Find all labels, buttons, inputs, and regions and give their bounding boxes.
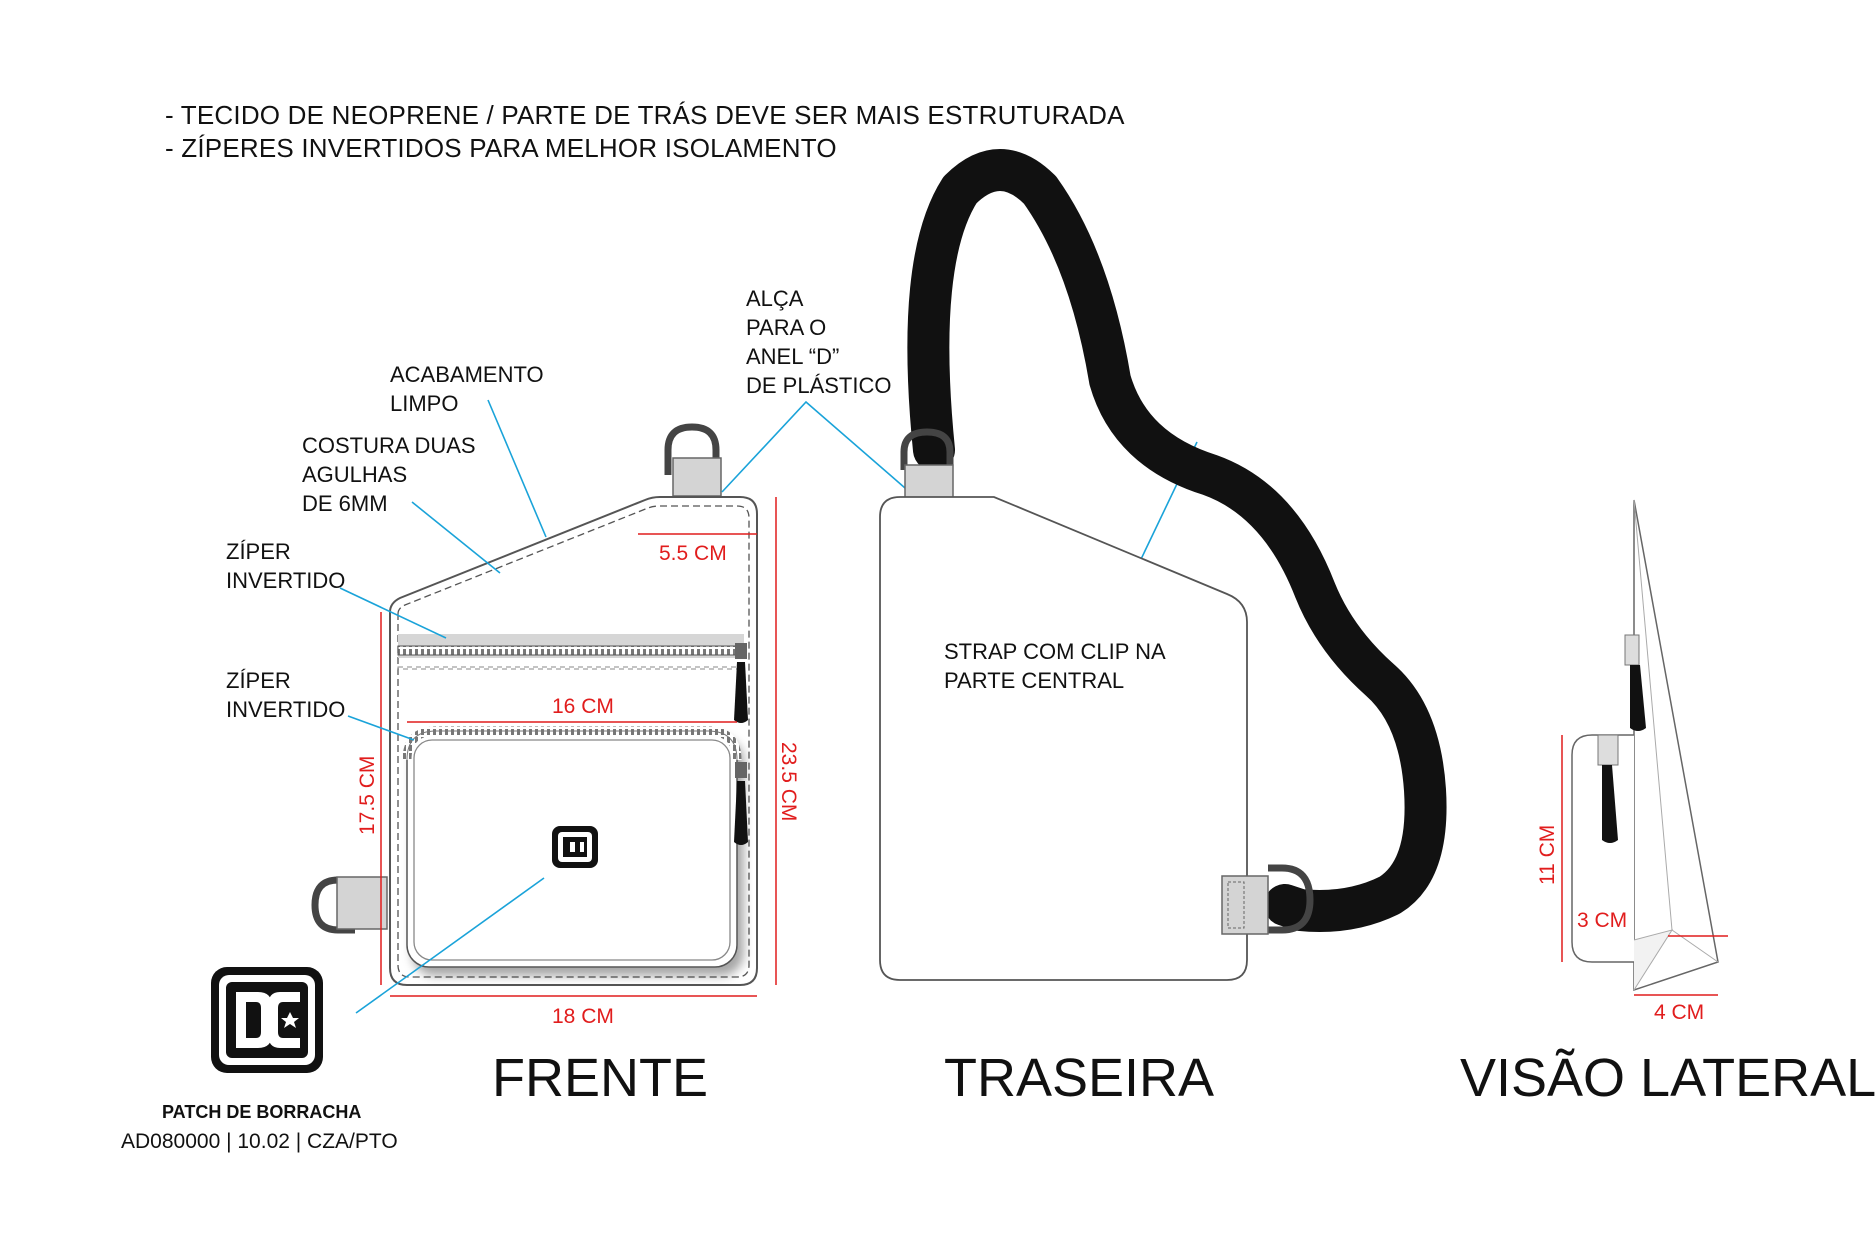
callouts: [339, 399, 1198, 1014]
callout-acabamento: ACABAMENTO LIMPO: [390, 362, 550, 416]
view-title-side: VISÃO LATERAL: [1460, 1048, 1876, 1108]
side-pocket-profile: [1571, 734, 1634, 963]
callout-line-costura: [411, 501, 501, 574]
patch-label: PATCH DE BORRACHA: [162, 1102, 361, 1122]
zipper-slider-2: [735, 762, 747, 778]
side-body-bottom: [1633, 929, 1674, 991]
d-ring-top: [664, 423, 720, 475]
callout-costura: COSTURA DUAS AGULHAS DE 6MM: [302, 433, 482, 516]
callout-ziper-1: ZÍPER INVERTIDO: [226, 539, 345, 593]
callout-strap: STRAP COM CLIP NA PARTE CENTRAL: [944, 639, 1171, 693]
callout-line-alca: [721, 400, 906, 493]
callout-alca: ALÇA PARA O ANEL “D” DE PLÁSTICO: [746, 286, 891, 398]
side-zipper-tab-1: [1624, 634, 1640, 666]
patch-logo-star-icon: [281, 1012, 299, 1028]
dim-side-depth: 3 CM: [1577, 909, 1627, 932]
d-ring-left: [311, 876, 355, 934]
side-view: 11 CM 3 CM 4 CM: [1536, 499, 1728, 1024]
back-view: STRAP COM CLIP NA PARTE CENTRAL: [879, 149, 1447, 981]
callout-ziper-2: ZÍPER INVERTIDO: [226, 668, 345, 722]
dim-width: 18 CM: [552, 1005, 614, 1028]
top-zipper-teeth: [397, 645, 745, 656]
note-line-2: - ZÍPERES INVERTIDOS PARA MELHOR ISOLAME…: [165, 133, 837, 163]
zipper-pull-1: [734, 662, 748, 723]
back-d-ring-side: [1268, 864, 1314, 934]
callout-line-ziper-2: [347, 715, 415, 741]
d-ring-tab-left: [336, 876, 388, 930]
dim-side-height: 11 CM: [1536, 825, 1559, 885]
dim-side-width: 4 CM: [1654, 1001, 1704, 1024]
side-zipper-tab-2: [1597, 734, 1619, 766]
shoulder-strap: [907, 149, 1447, 932]
d-ring-tab-top: [672, 457, 722, 497]
back-d-ring-tab-side: [1221, 875, 1269, 935]
dim-pocket-height: 17.5 CM: [356, 756, 379, 835]
side-body-profile: [1633, 499, 1719, 992]
front-view: 5.5 CM 16 CM 23.5 CM 17.5 CM 18 CM: [311, 423, 800, 1028]
patch-logo-c: [268, 992, 300, 1048]
back-d-ring-top: [900, 428, 954, 470]
pocket-inner-edge: [413, 739, 731, 961]
dim-height: 23.5 CM: [777, 742, 800, 821]
dim-pocket-width: 16 CM: [552, 695, 614, 718]
view-title-back: TRASEIRA: [944, 1048, 1214, 1108]
zipper-slider-1: [735, 643, 747, 659]
zipper-pull-2: [734, 781, 748, 845]
rubber-patch: [211, 967, 323, 1073]
patch-code: AD080000 | 10.02 | CZA/PTO: [121, 1130, 398, 1153]
callout-line-acabamento: [487, 399, 547, 538]
pocket-logo: [552, 826, 598, 868]
back-box-stitch-side: [1227, 881, 1245, 929]
view-title-front: FRENTE: [492, 1048, 708, 1108]
back-body: [879, 496, 1248, 981]
pocket-zipper-edge: [406, 730, 738, 761]
callout-line-ziper-1: [339, 587, 447, 639]
note-line-1: - TECIDO DE NEOPRENE / PARTE DE TRÁS DEV…: [165, 100, 1125, 130]
dim-top-pocket: 5.5 CM: [659, 542, 727, 565]
side-zipper-pull-2: [1602, 765, 1618, 843]
callout-line-patch: [355, 877, 545, 1014]
side-zipper-pull-1: [1630, 665, 1646, 731]
